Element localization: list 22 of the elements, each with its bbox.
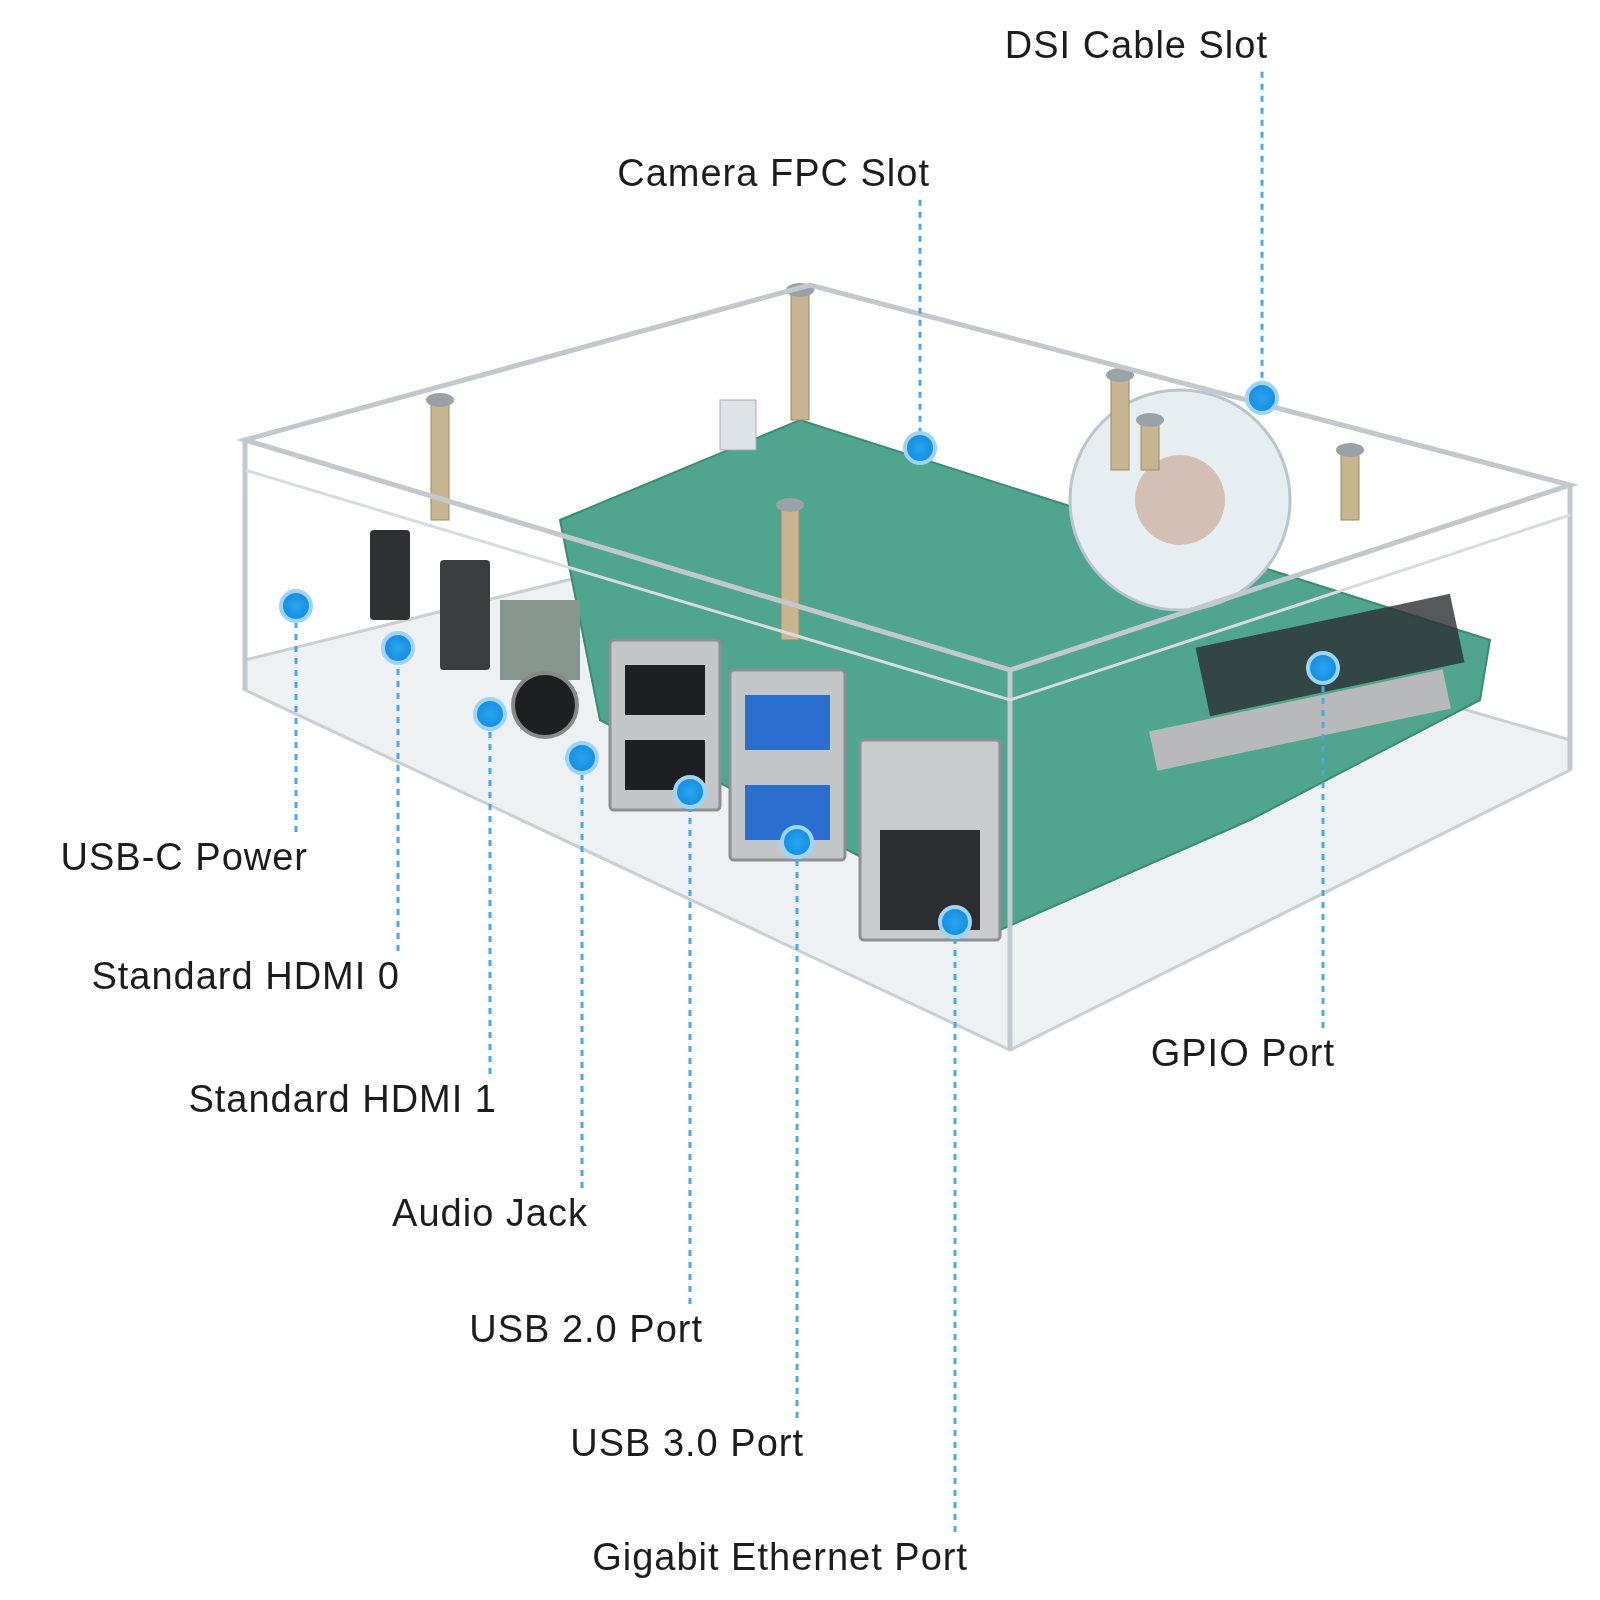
callout-label: Standard HDMI 1: [188, 1078, 497, 1122]
leader-line: [953, 939, 957, 1532]
callout-label: USB 2.0 Port: [469, 1308, 703, 1352]
callout-label: USB-C Power: [60, 836, 308, 880]
leader-line: [1321, 685, 1325, 1028]
callout-label: DSI Cable Slot: [1004, 24, 1268, 68]
leader-line: [1260, 71, 1264, 381]
callout-label: GPIO Port: [1150, 1032, 1335, 1076]
leader-line: [688, 809, 692, 1304]
leader-line: [294, 623, 298, 832]
callout-label: USB 3.0 Port: [570, 1422, 804, 1466]
callout-label: Camera FPC Slot: [617, 152, 930, 196]
callout-label: Standard HDMI 0: [91, 955, 400, 999]
callout-label: Gigabit Ethernet Port: [592, 1536, 968, 1580]
callout-label: Audio Jack: [392, 1192, 588, 1236]
leader-line: [918, 199, 922, 431]
callout-dot: [903, 431, 937, 465]
leader-line: [795, 859, 799, 1418]
callout-dot: [1245, 381, 1279, 415]
leader-line: [580, 775, 584, 1188]
callout-dot: [279, 589, 313, 623]
leader-line: [488, 731, 492, 1074]
